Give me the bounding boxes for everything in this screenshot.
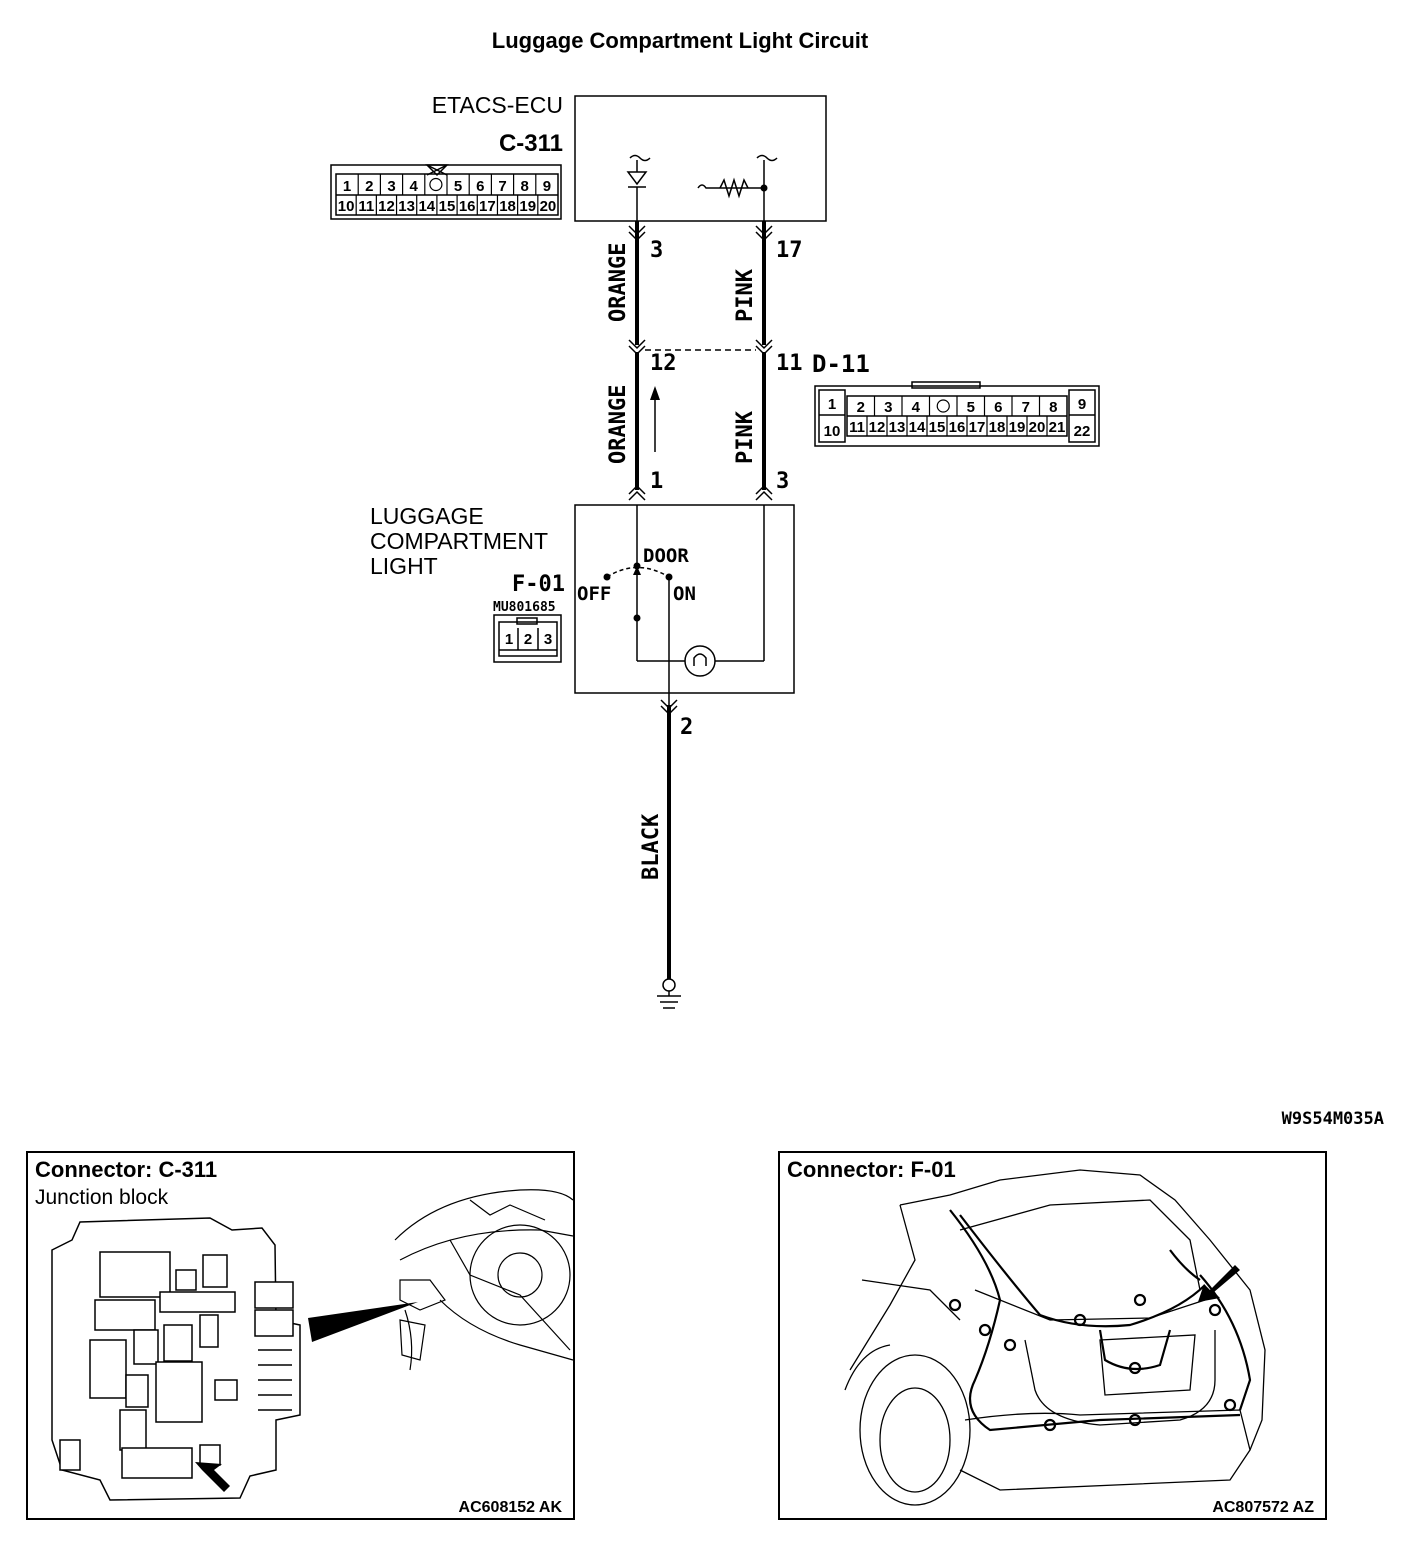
d11-pin: 20: [1029, 419, 1046, 436]
d11-connector-label: D-11: [812, 350, 870, 378]
d11-pin: 6: [994, 399, 1002, 416]
light-label-line1: LUGGAGE: [370, 503, 484, 529]
c311-pin: 3: [387, 178, 395, 195]
c311-pin: 2: [365, 178, 373, 195]
f01-pin-2: 2: [524, 631, 532, 648]
d11-pin: 5: [967, 399, 975, 416]
c311-pin: 13: [398, 198, 415, 215]
panel-f01-frame: [778, 1151, 1327, 1520]
d11-key-icon: [936, 399, 950, 413]
c311-pin: 11: [358, 198, 374, 215]
c311-arrow-icon: [195, 1462, 230, 1492]
diagram-title: Luggage Compartment Light Circuit: [492, 28, 869, 53]
pin-f01-orange: 1: [650, 469, 663, 494]
switch-on-label: ON: [673, 583, 696, 605]
d11-pin-chevrons: [628, 339, 773, 356]
c311-connector-label: C-311: [499, 130, 563, 157]
d11-pin: 21: [1049, 419, 1066, 436]
d11-pin: 18: [989, 419, 1006, 436]
c311-pin: 16: [459, 198, 476, 215]
light-label-line3: LIGHT: [370, 553, 438, 579]
f01-connector-label: F-01: [512, 572, 565, 597]
switch-off-label: OFF: [577, 583, 611, 605]
pin-d11-pink: 11: [776, 351, 803, 376]
vehicle-rear-illustration: [844, 1169, 1266, 1506]
f01-pin-chevrons: [628, 484, 773, 716]
d11-pin: 17: [969, 419, 986, 436]
c311-pin: 10: [338, 198, 355, 215]
c311-pin: 8: [521, 178, 529, 195]
d11-pin: 15: [929, 419, 946, 436]
d11-pin: 8: [1049, 399, 1057, 416]
c311-pointer-wedge: [308, 1302, 418, 1342]
f01-pin-1: 1: [505, 631, 513, 648]
wire-label-orange-lower: ORANGE: [606, 385, 631, 464]
wire-label-pink-lower: PINK: [733, 410, 758, 464]
f01-arrow-icon: [1198, 1265, 1240, 1302]
etacs-label: ETACS-ECU: [432, 92, 563, 118]
c311-pin: 15: [439, 198, 456, 215]
etacs-resistor-symbol: [697, 154, 778, 221]
current-flow-arrow: [650, 386, 660, 452]
d11-pin: 7: [1022, 399, 1030, 416]
c311-key-icon: [429, 177, 443, 192]
d11-pin: 4: [912, 399, 921, 416]
d11-pin: 16: [949, 419, 966, 436]
pin-d11-orange: 12: [650, 351, 677, 376]
c311-pin: 1: [343, 178, 351, 195]
wire-label-black: BLACK: [639, 813, 664, 880]
c311-pin: 5: [454, 178, 462, 195]
d11-pin-right-top: 9: [1078, 396, 1086, 413]
panel-f01-code: AC807572 AZ: [1212, 1499, 1314, 1516]
f01-pin-3: 3: [544, 631, 552, 648]
d11-pin-left-top: 1: [828, 396, 836, 413]
d11-pin: 13: [889, 419, 906, 436]
c311-pin: 19: [519, 198, 536, 215]
c311-pin: 20: [540, 198, 557, 215]
d11-pin: 12: [869, 419, 886, 436]
d11-pin-left-bottom: 10: [824, 423, 841, 440]
c311-pin: 4: [410, 178, 419, 195]
wiring-harness-illustration: [948, 1209, 1252, 1432]
switch-door-label: DOOR: [643, 545, 689, 567]
junction-block-illustration: [51, 1217, 301, 1501]
etacs-ecu-box: [574, 95, 827, 222]
d11-pin: 2: [857, 399, 865, 416]
c311-pin: 6: [476, 178, 484, 195]
d11-pin-right-bottom: 22: [1074, 423, 1091, 440]
panel-c311-title: Connector: C-311: [35, 1157, 217, 1182]
c311-pin: 18: [499, 198, 516, 215]
pin-c311-pink: 17: [776, 238, 803, 263]
panel-c311-code: AC608152 AK: [459, 1499, 563, 1516]
figure-id: W9S54M035A: [1282, 1109, 1384, 1129]
etacs-input-symbol: [626, 154, 651, 221]
d11-pin: 11: [849, 419, 865, 436]
panel-c311-subtitle: Junction block: [35, 1186, 169, 1209]
d11-pin: 14: [909, 419, 926, 436]
light-label-line2: COMPARTMENT: [370, 528, 548, 554]
panel-f01-title: Connector: F-01: [787, 1157, 956, 1182]
c311-pin: 12: [378, 198, 395, 215]
pin-c311-orange: 3: [650, 238, 663, 263]
lamp-icon: [684, 645, 716, 677]
wire-label-pink-upper: PINK: [733, 268, 758, 322]
f01-part-number: MU801685: [493, 600, 556, 615]
dashboard-illustration: [394, 1189, 574, 1371]
pin-f01-pink: 3: [776, 469, 789, 494]
f01-connector-face: [493, 614, 562, 663]
ground-icon: [657, 978, 681, 1009]
c311-pin-chevrons: [628, 225, 773, 242]
c311-pin: 7: [498, 178, 506, 195]
d11-pin: 19: [1009, 419, 1026, 436]
d11-pin: 3: [884, 399, 892, 416]
c311-pin: 17: [479, 198, 496, 215]
c311-pin: 9: [543, 178, 551, 195]
c311-pin: 14: [418, 198, 435, 215]
pin-f01-ground: 2: [680, 715, 693, 740]
wire-label-orange-upper: ORANGE: [606, 243, 631, 322]
